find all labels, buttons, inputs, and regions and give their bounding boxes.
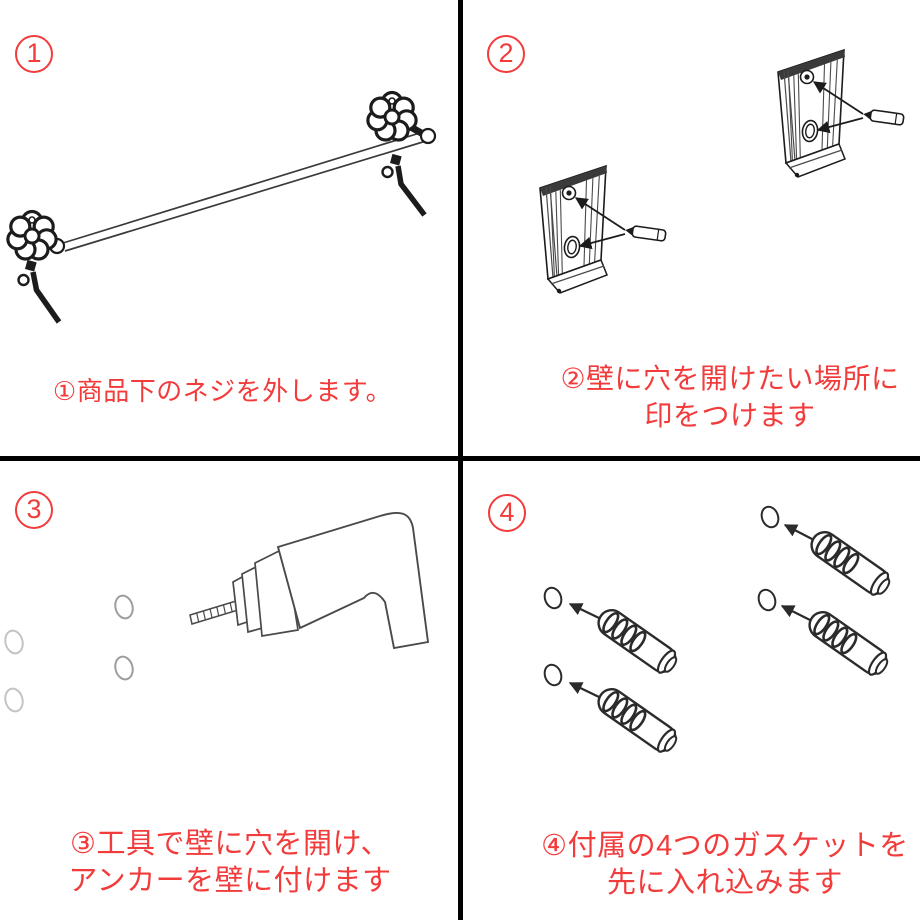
step-4-badge: 4 <box>488 494 526 532</box>
step-4-caption: ④付属の4つのガスケットを 先に入れ込みます <box>495 828 920 902</box>
wall-anchors-illustration <box>543 505 896 758</box>
right-bar-ring <box>419 127 437 145</box>
towel-bar-illustration <box>6 90 437 324</box>
wall-bracket-lower-left <box>540 166 666 293</box>
towel-bar <box>62 131 427 252</box>
step-1-caption: ①商品下のネジを外します。 <box>0 371 445 408</box>
step-1-panel: 1 ①商品下のネジを外します。 <box>0 0 460 460</box>
wall-anchor-mid-left <box>592 603 683 679</box>
faint-wall-holes <box>4 594 134 713</box>
caption-line: ②壁に穴を開けたい場所に <box>560 363 900 394</box>
wall-anchor-bottom-left <box>592 682 683 758</box>
step-2-caption: ②壁に穴を開けたい場所に 印をつけます <box>540 360 920 434</box>
right-rosette-mount <box>366 90 418 142</box>
caption-line: ④付属の4つのガスケットを <box>541 830 909 862</box>
right-screw-and-hex-key <box>381 153 427 217</box>
wall-anchor-top-right <box>805 525 896 601</box>
step-3-badge: 3 <box>15 491 53 529</box>
caption-line: 先に入れ込みます <box>606 867 843 899</box>
insertion-arrows <box>568 524 813 698</box>
step-1-badge: 1 <box>15 35 53 73</box>
step-3-caption: ③工具で壁に穴を開け、 アンカーを壁に付けます <box>0 826 460 900</box>
electric-drill <box>189 511 430 650</box>
step-2-badge: 2 <box>487 35 525 73</box>
caption-line: 印をつけます <box>644 400 816 431</box>
caption-line: ①商品下のネジを外します。 <box>52 376 393 406</box>
vertical-divider <box>458 0 463 920</box>
left-rosette-mount <box>6 209 58 261</box>
drill-illustration <box>4 511 430 713</box>
gasket-holes <box>543 505 780 687</box>
left-screw-and-hex-key <box>17 259 62 324</box>
caption-line: ③工具で壁に穴を開け、 <box>69 828 391 860</box>
step-3-panel: 3 ③工具で壁に穴を開け、 アンカーを壁に付けます <box>0 460 460 920</box>
wall-bracket-upper-right <box>778 50 904 177</box>
step-4-panel: 4 ④付属の4つのガスケットを 先に入れ込みます <box>460 460 920 920</box>
wall-anchor-mid-right <box>803 605 894 681</box>
drill-body <box>276 511 430 650</box>
step-2-panel: 2 ②壁に穴を開けたい場所に 印をつけます <box>460 0 920 460</box>
caption-line: アンカーを壁に付けます <box>68 865 392 897</box>
